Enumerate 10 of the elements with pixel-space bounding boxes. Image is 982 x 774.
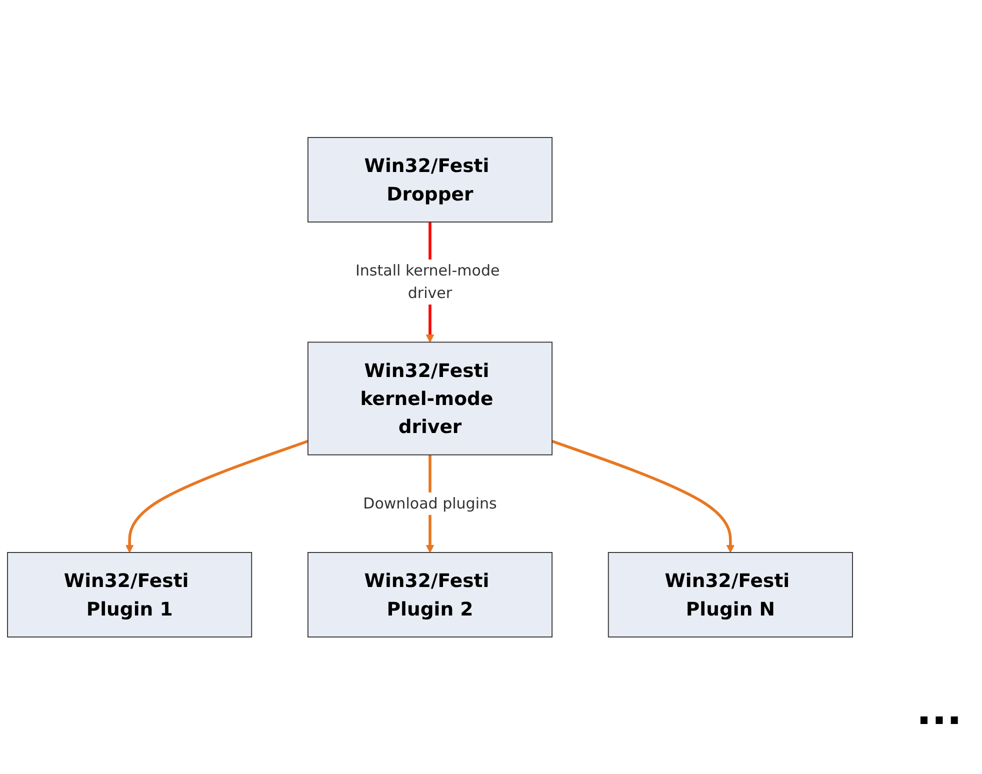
edge-label: Download plugins — [363, 494, 497, 512]
node-box: Win32/Festi Dropper — [307, 136, 553, 222]
node-box: Win32/Festi Plugin 1 — [7, 552, 252, 638]
ellipsis-label: ... — [916, 688, 962, 734]
node-box: Win32/Festi kernel-mode driver — [307, 341, 553, 456]
node-box: Win32/Festi Plugin 2 — [307, 552, 553, 638]
node-box: Win32/Festi Plugin N — [608, 552, 853, 638]
arrow — [552, 440, 735, 553]
arrow — [125, 440, 308, 553]
edge-label: Install kernel-mode driver — [355, 261, 500, 302]
